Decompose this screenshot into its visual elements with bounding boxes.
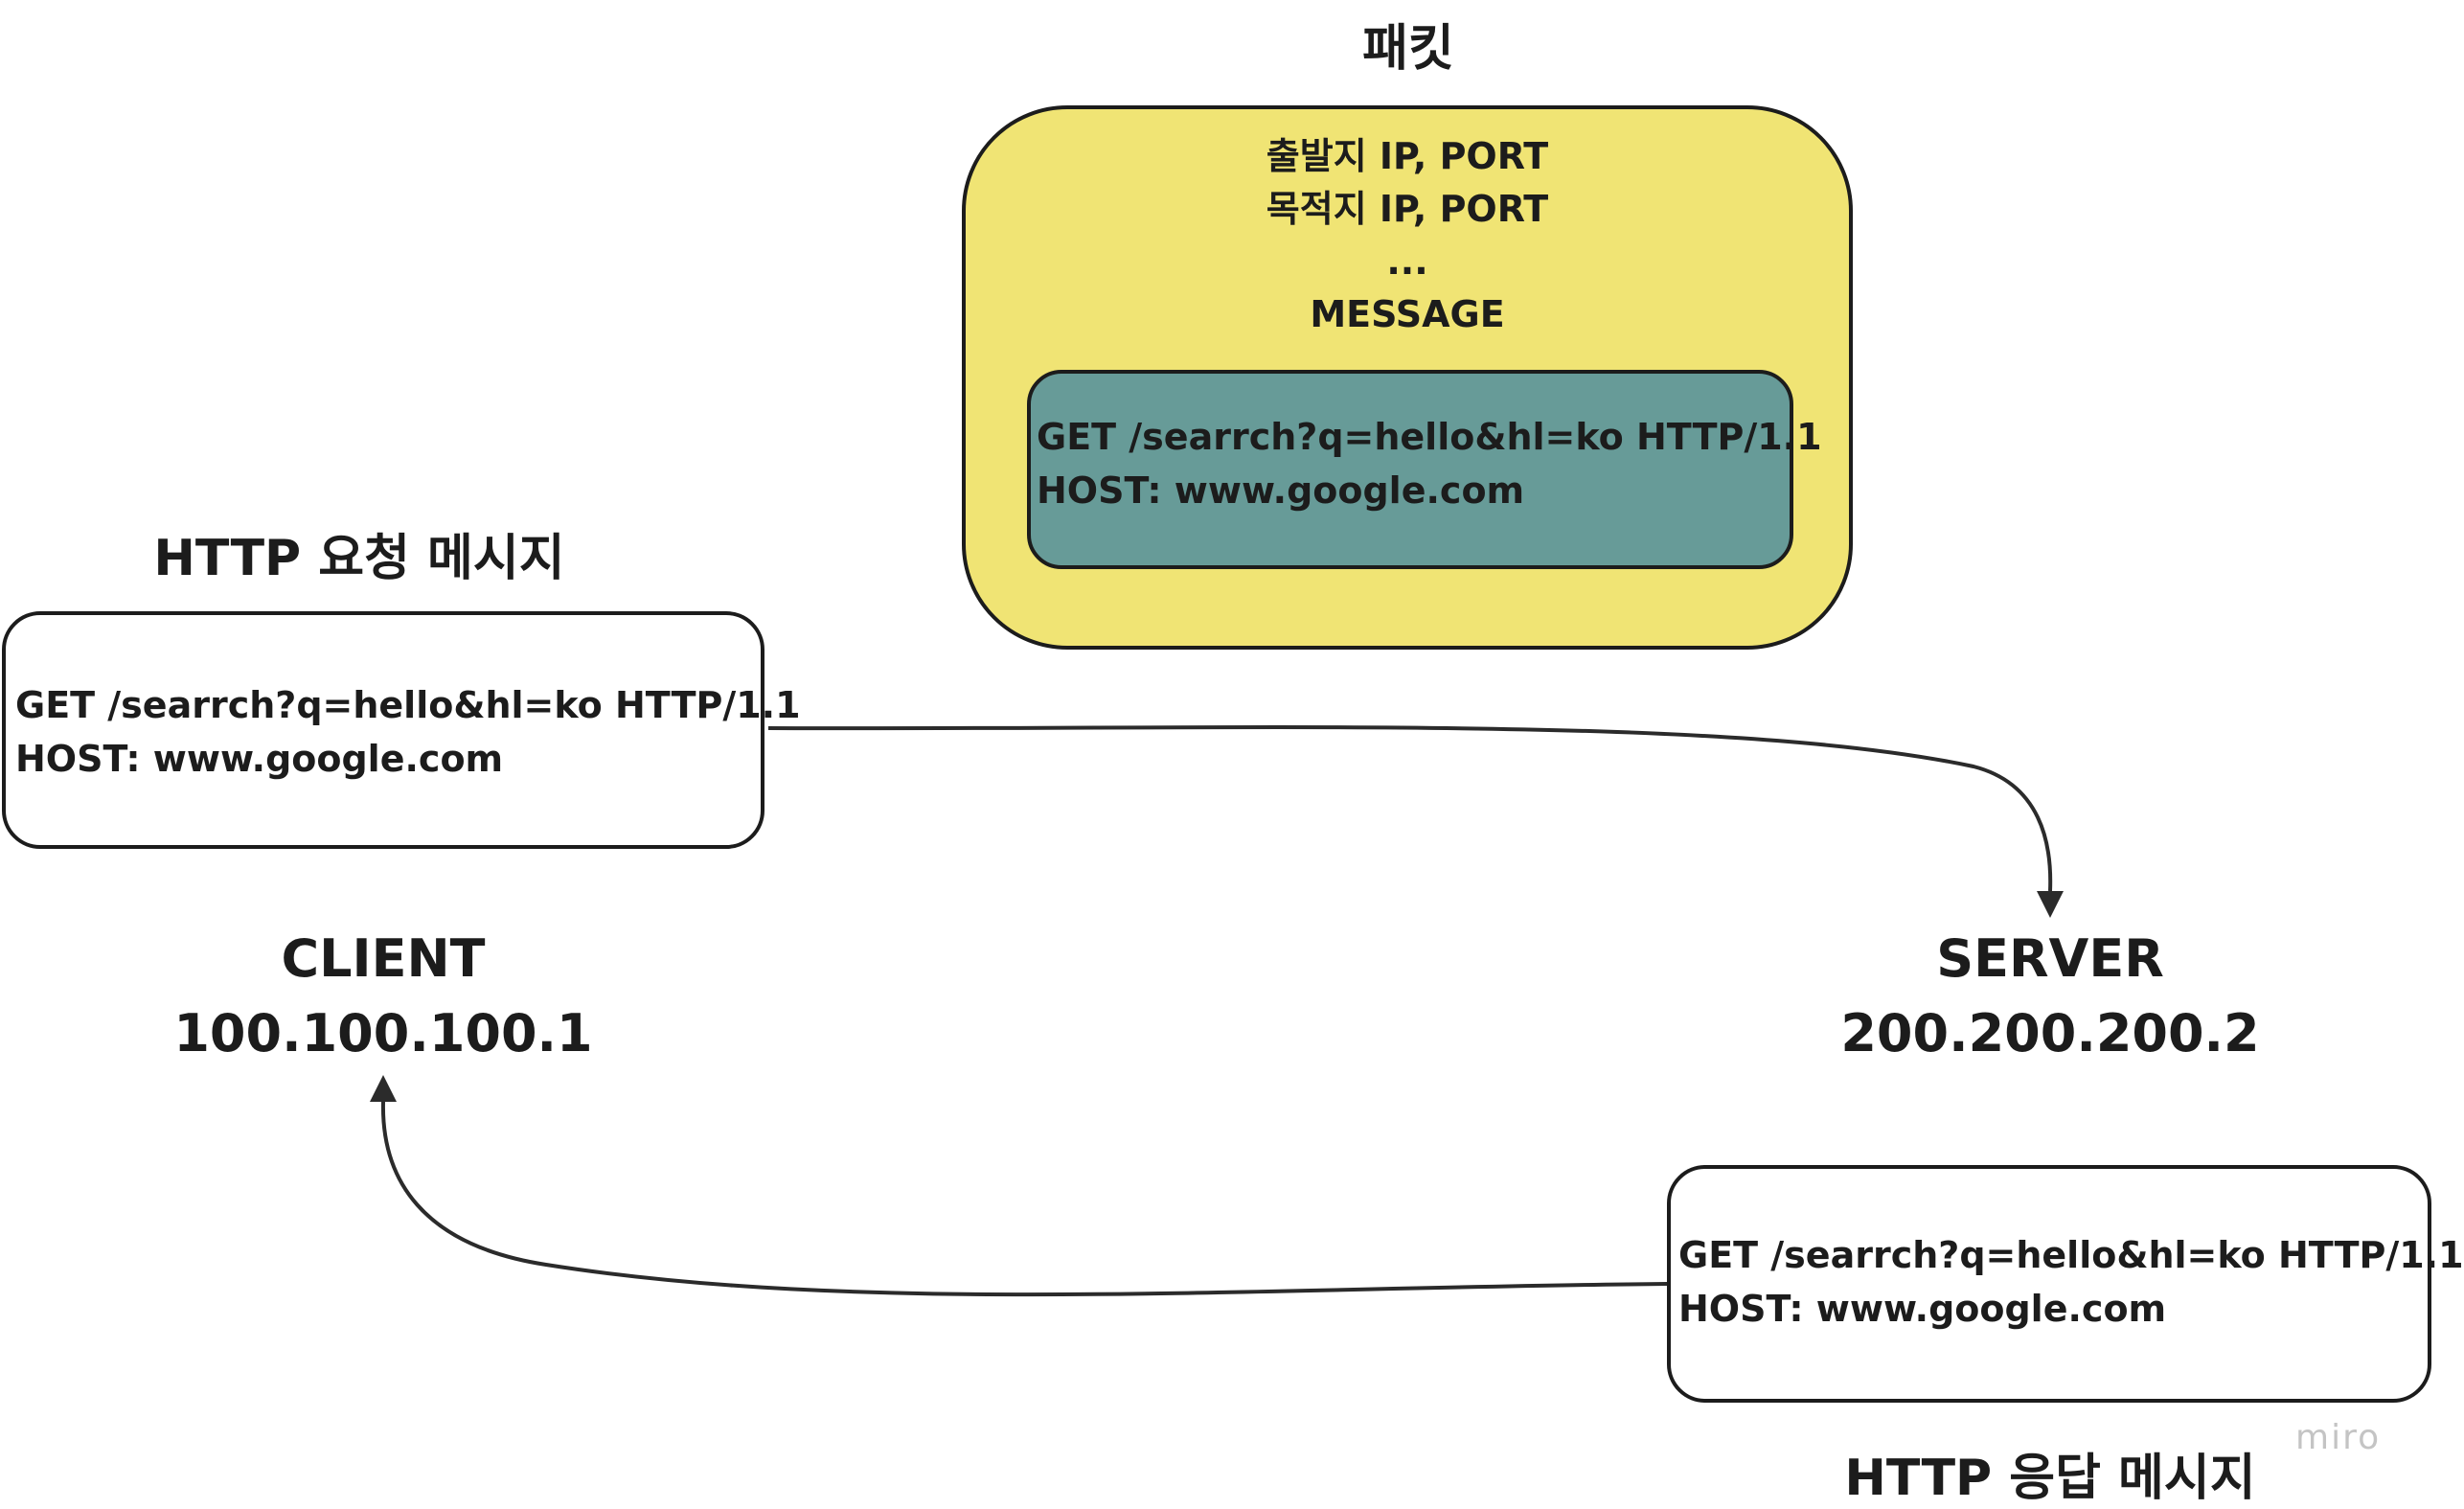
response-arrow[interactable] (380, 1101, 1668, 1297)
request-arrowhead-icon (2037, 891, 2064, 918)
host-line: HOST: www.google.com (1678, 1288, 2167, 1330)
ellipsis: ... (1386, 240, 1428, 283)
server-ip: 200.200.200.2 (1840, 1003, 2260, 1063)
response-message-text: GET /searrch?q=hello&hl=ko HTTP/1.1 HOST… (1678, 1228, 2464, 1336)
response-message-box[interactable]: GET /searrch?q=hello&hl=ko HTTP/1.1 HOST… (1667, 1165, 2464, 1403)
host-line: HOST: www.google.com (15, 738, 504, 780)
message-label: MESSAGE (1310, 293, 1505, 335)
miro-watermark: miro (2295, 1418, 2382, 1457)
request-message-box[interactable]: GET /searrch?q=hello&hl=ko HTTP/1.1 HOST… (2, 611, 801, 849)
source-ip-port: 출발지 IP, PORT (1266, 135, 1549, 177)
request-line: GET /searrch?q=hello&hl=ko HTTP/1.1 (1037, 416, 1822, 458)
request-line: GET /searrch?q=hello&hl=ko HTTP/1.1 (15, 684, 801, 726)
server-node: SERVER 200.200.200.2 (1811, 922, 2290, 1071)
packet-title: 패킷 (1362, 20, 1454, 78)
host-line: HOST: www.google.com (1037, 469, 1525, 512)
request-message-text: GET /searrch?q=hello&hl=ko HTTP/1.1 HOST… (15, 678, 801, 786)
destination-ip-port: 목적지 IP, PORT (1266, 188, 1549, 230)
client-name: CLIENT (281, 928, 486, 989)
client-node: CLIENT 100.100.100.1 (144, 922, 623, 1071)
packet-message-box[interactable]: GET /searrch?q=hello&hl=ko HTTP/1.1 HOST… (1027, 370, 1822, 569)
client-ip: 100.100.100.1 (173, 1003, 593, 1063)
request-title: HTTP 요청 메시지 (153, 530, 565, 587)
request-line: GET /searrch?q=hello&hl=ko HTTP/1.1 (1678, 1234, 2464, 1276)
response-arrowhead-icon (370, 1075, 397, 1102)
packet-container[interactable]: 출발지 IP, PORT 목적지 IP, PORT ... MESSAGE GE… (962, 105, 1853, 650)
response-title: HTTP 응답 메시지 (1844, 1450, 2256, 1507)
packet-header: 출발지 IP, PORT 목적지 IP, PORT ... MESSAGE (966, 130, 1849, 341)
packet-message-text: GET /searrch?q=hello&hl=ko HTTP/1.1 HOST… (1037, 410, 1822, 517)
request-arrow[interactable] (767, 725, 2053, 892)
server-name: SERVER (1936, 928, 2164, 989)
